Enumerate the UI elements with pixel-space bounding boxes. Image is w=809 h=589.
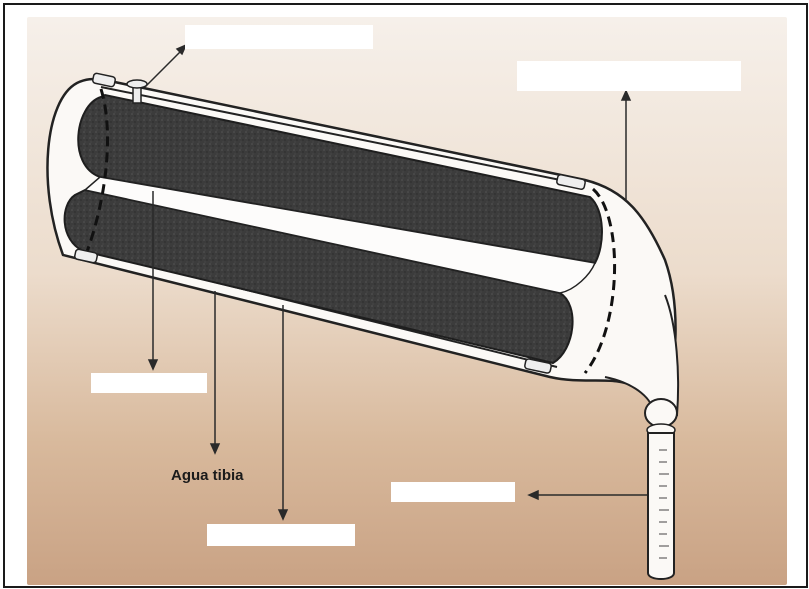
arrow-bottom-center-head bbox=[279, 510, 287, 519]
valve-head bbox=[127, 80, 147, 88]
diagram-frame: Agua tibia bbox=[3, 3, 808, 588]
arrow-valve bbox=[145, 49, 183, 87]
blank-label-tube[interactable] bbox=[391, 482, 515, 502]
arrow-tube-head bbox=[529, 491, 538, 499]
arrow-top-right-head bbox=[622, 91, 630, 100]
blank-label-top-right[interactable] bbox=[517, 61, 741, 91]
blank-label-valve[interactable] bbox=[185, 25, 373, 49]
graduated-tube bbox=[645, 399, 677, 579]
blank-label-bottom[interactable] bbox=[207, 524, 355, 546]
arrow-left-1-head bbox=[149, 360, 157, 369]
arrow-agua-head bbox=[211, 444, 219, 453]
blank-label-left[interactable] bbox=[91, 373, 207, 393]
label-warm-water: Agua tibia bbox=[171, 467, 244, 484]
